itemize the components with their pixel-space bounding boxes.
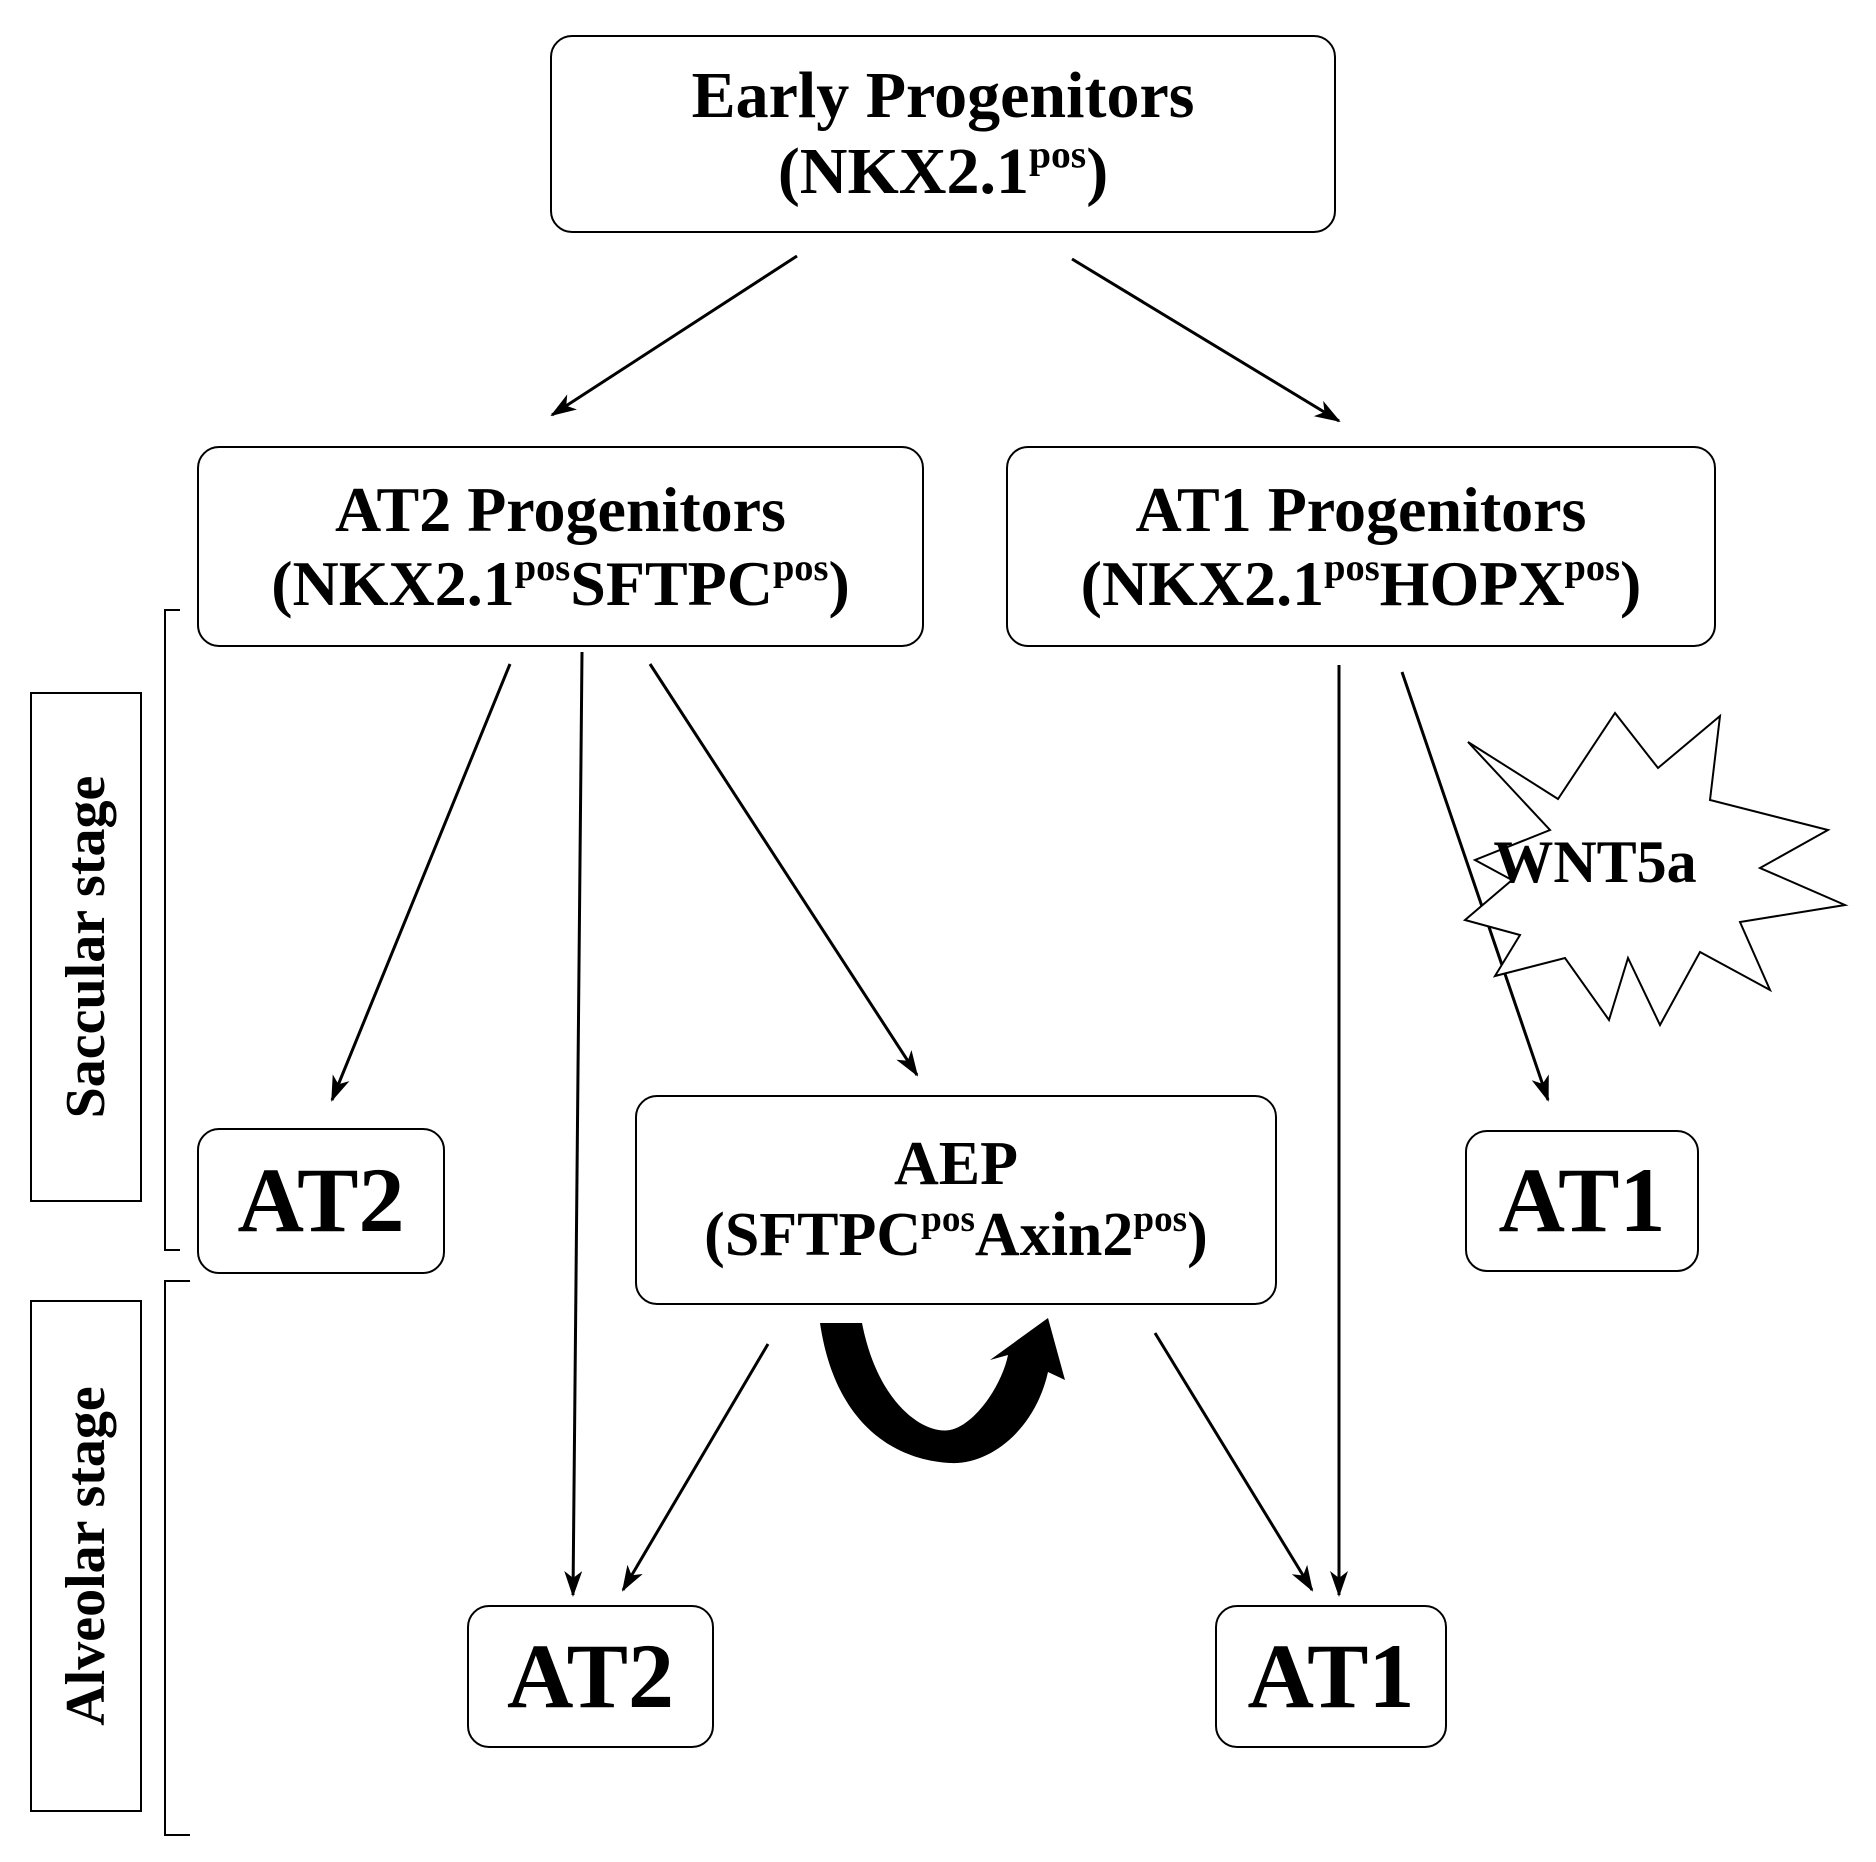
at1-progenitors-title: AT1 Progenitors: [1135, 473, 1587, 545]
at1-progenitors-box: AT1 Progenitors (NKX2.1posHOPXpos): [1006, 446, 1716, 647]
arrow-at2prog-to-at2-alveolar: [564, 651, 584, 1597]
arrow-early-to-at2prog: [550, 254, 798, 417]
early-progenitors-box: Early Progenitors (NKX2.1pos): [550, 35, 1336, 233]
wnt5a-burst-icon: [1462, 711, 1849, 1028]
alveolar-bracket: [164, 1280, 190, 1836]
at2-saccular-box: AT2: [197, 1128, 445, 1274]
aep-title: AEP: [894, 1129, 1018, 1198]
arrow-at2prog-to-at2: [330, 663, 512, 1102]
wnt5a-label: WNT5a: [1493, 829, 1697, 895]
arrow-at2prog-to-aep: [648, 663, 919, 1077]
early-progenitors-title: Early Progenitors: [691, 59, 1195, 133]
at2-progenitors-box: AT2 Progenitors (NKX2.1posSFTPCpos): [197, 446, 924, 647]
at2-alveolar-box: AT2: [467, 1605, 714, 1748]
at2-progenitors-title: AT2 Progenitors: [335, 473, 786, 545]
at2-saccular-label: AT2: [237, 1149, 405, 1252]
arrow-aep-to-at2: [621, 1343, 770, 1592]
arrow-at1prog-to-at1: [1400, 671, 1550, 1102]
at1-saccular-label: AT1: [1498, 1149, 1666, 1252]
self-renewal-arrow-icon: [820, 1318, 1065, 1464]
at1-saccular-box: AT1: [1465, 1130, 1699, 1272]
at1-alveolar-label: AT1: [1247, 1624, 1415, 1727]
at1-progenitors-markers: (NKX2.1posHOPXpos): [1080, 546, 1642, 619]
alveolar-stage-label: Alveolar stage: [30, 1300, 142, 1812]
saccular-stage-label: Saccular stage: [30, 692, 142, 1202]
early-progenitors-marker: (NKX2.1pos): [777, 132, 1109, 208]
aep-markers: (SFTPCposAxin2pos): [704, 1198, 1208, 1269]
aep-box: AEP (SFTPCposAxin2pos): [635, 1095, 1277, 1305]
saccular-bracket: [164, 609, 180, 1251]
at2-progenitors-markers: (NKX2.1posSFTPCpos): [271, 546, 850, 619]
arrow-early-to-at1prog: [1071, 257, 1341, 423]
at2-alveolar-label: AT2: [507, 1624, 674, 1727]
arrow-aep-to-at1: [1153, 1332, 1314, 1592]
at1-alveolar-box: AT1: [1215, 1605, 1447, 1748]
